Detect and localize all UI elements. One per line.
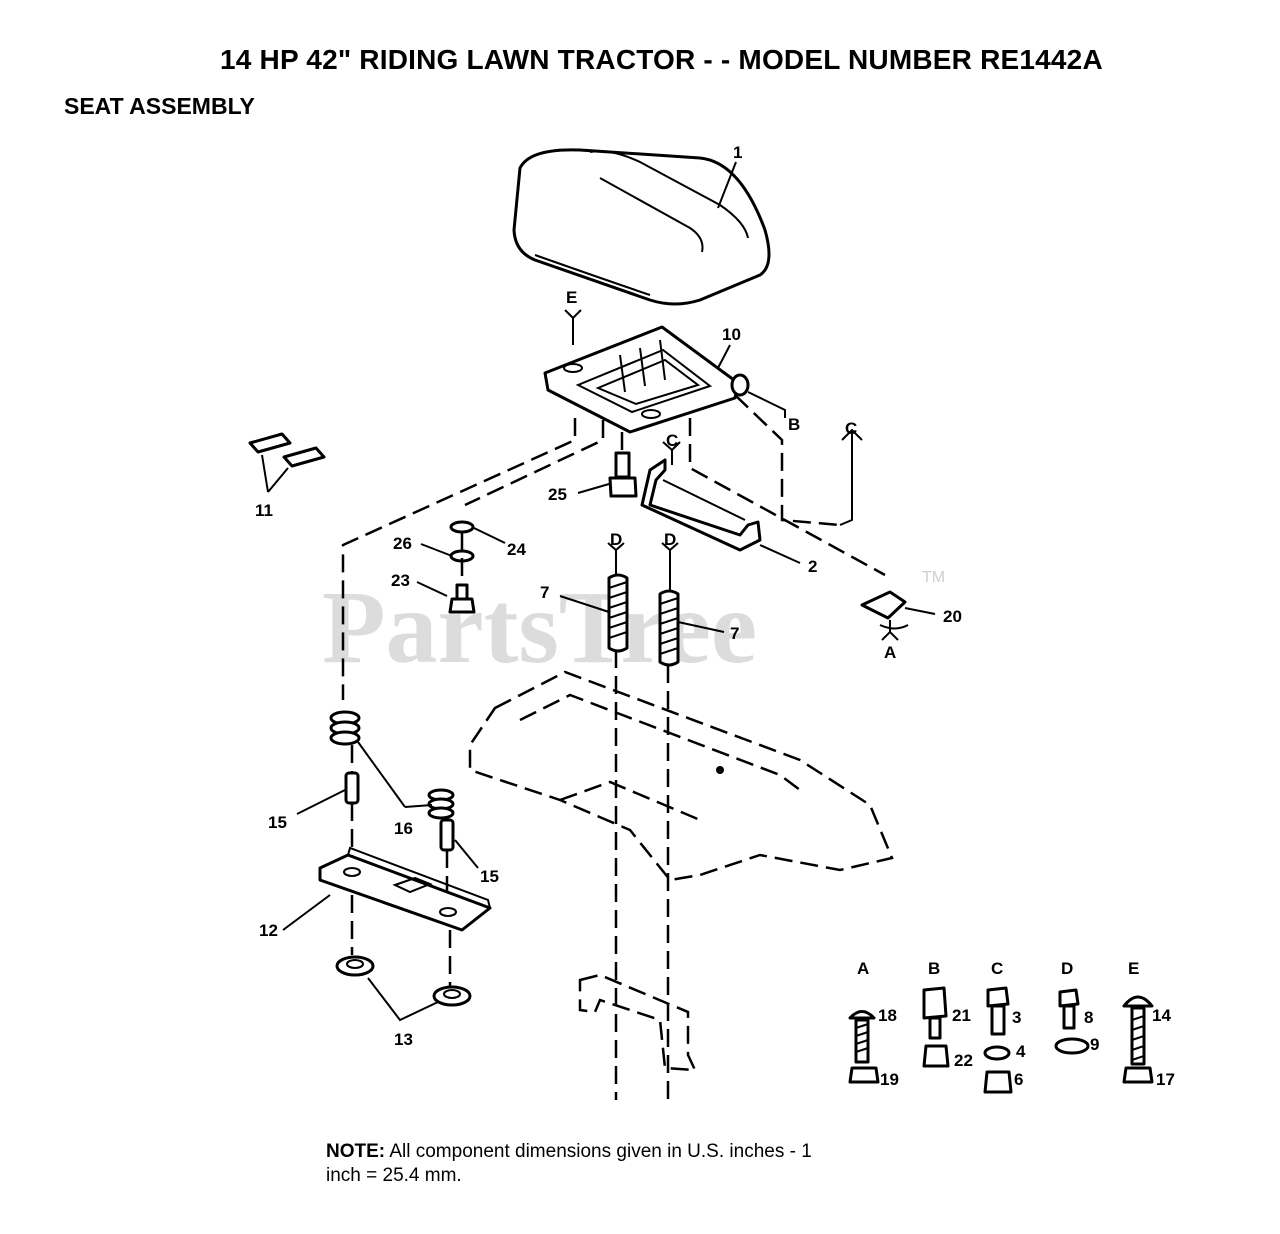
callout-11: 11 — [255, 501, 273, 520]
spacer-15-left — [344, 771, 360, 805]
watermark-text: PartsTree — [322, 570, 757, 685]
callout-1: 1 — [733, 143, 742, 162]
hardware-d-upper: 8 — [1084, 1008, 1093, 1027]
note-line-1: All component dimensions given in U.S. i… — [385, 1141, 812, 1162]
callout-24: 24 — [507, 540, 526, 559]
callout-13: 13 — [394, 1030, 413, 1049]
decals — [248, 432, 326, 468]
callout-20: 20 — [943, 607, 962, 626]
hardware-e — [1122, 995, 1154, 1084]
watermark-trademark: TM — [922, 569, 945, 586]
spring-7-right — [658, 589, 680, 667]
ref-e: E — [566, 288, 577, 307]
page-title: 14 HP 42" RIDING LAWN TRACTOR - - MODEL … — [220, 44, 1103, 75]
callout-15-left: 15 — [268, 813, 287, 832]
hardware-letter-d: D — [1061, 959, 1073, 978]
tractor-fender — [468, 670, 894, 882]
spring-16-left — [329, 710, 361, 746]
hardware-d-lower: 9 — [1090, 1035, 1099, 1054]
hardware-c — [983, 986, 1013, 1094]
note-label: NOTE: — [326, 1141, 386, 1162]
callout-25: 25 — [548, 485, 567, 504]
hardware-e-lower: 17 — [1156, 1070, 1175, 1089]
hardware-c-lower: 6 — [1014, 1070, 1023, 1089]
hardware-c-upper: 3 — [1012, 1008, 1021, 1027]
seat-bracket — [640, 458, 762, 552]
callout-16: 16 — [394, 819, 413, 838]
callout-26: 26 — [393, 534, 412, 553]
hardware-c-middle: 4 — [1016, 1042, 1026, 1061]
callout-23: 23 — [391, 571, 410, 590]
callout-10: 10 — [722, 325, 741, 344]
callout-12: 12 — [259, 921, 278, 940]
hardware-b-lower: 22 — [954, 1051, 973, 1070]
ref-b: B — [788, 415, 800, 434]
callout-2: 2 — [808, 557, 817, 576]
hardware-d — [1054, 988, 1090, 1055]
frame-bracket — [578, 973, 698, 1072]
grommet-13-right — [432, 985, 472, 1007]
section-title: SEAT ASSEMBLY — [64, 93, 255, 119]
shoulder-bolt-25 — [608, 451, 638, 498]
ref-d-right: D — [664, 530, 676, 549]
callout-7-left: 7 — [540, 583, 549, 602]
hardware-e-upper: 14 — [1152, 1006, 1171, 1025]
spring-7-left — [607, 573, 629, 653]
seat-cushion — [512, 148, 771, 306]
hardware-letter-e: E — [1128, 959, 1139, 978]
clip-20 — [860, 590, 907, 620]
callout-15-right: 15 — [480, 867, 499, 886]
hardware-a — [848, 1010, 880, 1084]
grommet-13-left — [335, 955, 375, 977]
ref-c-right: C — [845, 419, 857, 438]
ref-a: A — [884, 643, 896, 662]
hardware-b — [922, 986, 950, 1068]
hardware-a-upper: 18 — [878, 1006, 897, 1025]
callout-7-right: 7 — [730, 624, 739, 643]
bolt-23 — [448, 583, 476, 614]
mounting-plate-12 — [318, 846, 492, 932]
ref-c-mid: C — [666, 431, 678, 450]
note-line-2: inch = 25.4 mm. — [326, 1165, 462, 1186]
hardware-b-upper: 21 — [952, 1006, 971, 1025]
dimension-note: NOTE: All component dimensions given in … — [326, 1140, 926, 1188]
seat-pan — [543, 325, 750, 434]
spring-16-right — [427, 788, 455, 820]
hardware-letter-c: C — [991, 959, 1003, 978]
spacer-15-right — [439, 818, 455, 852]
hardware-a-lower: 19 — [880, 1070, 899, 1089]
hardware-letter-b: B — [928, 959, 940, 978]
washer-24 — [449, 520, 475, 534]
hardware-letter-a: A — [857, 959, 869, 978]
ref-d-left: D — [610, 530, 622, 549]
